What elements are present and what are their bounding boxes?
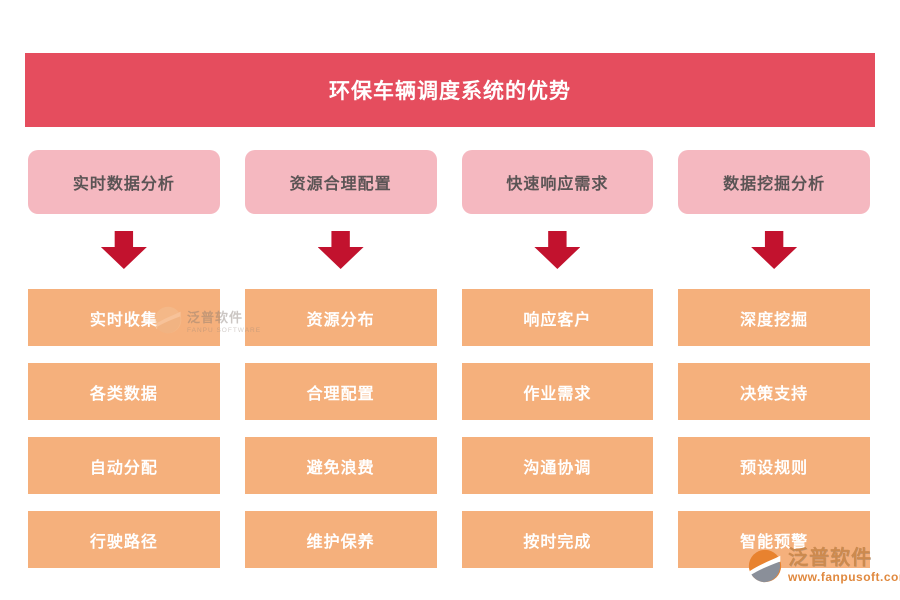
item-box: 预设规则 (678, 437, 870, 494)
item-box: 合理配置 (244, 363, 437, 420)
advantage-column-1: 实时数据分析 实时收集 各类数据 自动分配 行驶路径 (28, 150, 220, 568)
item-list: 实时收集 各类数据 自动分配 行驶路径 (28, 289, 220, 568)
item-list: 资源分布 合理配置 避免浪费 维护保养 (244, 289, 437, 568)
item-box: 响应客户 (461, 289, 654, 346)
item-label: 实时收集 (89, 311, 158, 329)
item-box: 作业需求 (461, 363, 654, 420)
item-list: 深度挖掘 决策支持 预设规则 智能预警 (678, 289, 870, 568)
item-label: 资源分布 (306, 311, 375, 329)
item-label: 避免浪费 (306, 459, 375, 477)
category-box: 实时数据分析 (28, 150, 220, 214)
item-label: 维护保养 (306, 533, 375, 551)
item-label: 深度挖掘 (740, 311, 809, 329)
item-box: 自动分配 (28, 437, 220, 494)
down-arrow-icon (317, 231, 364, 269)
item-box: 按时完成 (461, 511, 654, 568)
item-box: 维护保养 (244, 511, 437, 568)
item-box: 智能预警 (678, 511, 870, 568)
item-box: 各类数据 (28, 363, 220, 420)
category-box: 快速响应需求 (461, 150, 654, 214)
item-label: 沟通协调 (523, 459, 592, 477)
category-label: 实时数据分析 (72, 176, 175, 193)
category-label: 资源合理配置 (289, 176, 392, 193)
item-box: 深度挖掘 (678, 289, 870, 346)
item-label: 按时完成 (523, 533, 592, 551)
item-label: 自动分配 (89, 459, 158, 477)
title-banner: 环保车辆调度系统的优势 (25, 53, 875, 127)
advantage-columns: 实时数据分析 实时收集 各类数据 自动分配 行驶路径 资源合理配置 资源分布 合… (28, 150, 870, 568)
advantage-column-2: 资源合理配置 资源分布 合理配置 避免浪费 维护保养 (244, 150, 437, 568)
item-label: 预设规则 (740, 459, 809, 477)
item-box: 避免浪费 (244, 437, 437, 494)
item-label: 各类数据 (89, 385, 158, 403)
item-box: 资源分布 (244, 289, 437, 346)
down-arrow-icon (751, 231, 798, 269)
category-box: 数据挖掘分析 (678, 150, 870, 214)
item-label: 决策支持 (740, 385, 809, 403)
item-box: 实时收集 (28, 289, 220, 346)
down-arrow-icon (100, 231, 147, 269)
down-arrow-icon (534, 231, 581, 269)
item-list: 响应客户 作业需求 沟通协调 按时完成 (461, 289, 654, 568)
advantage-column-3: 快速响应需求 响应客户 作业需求 沟通协调 按时完成 (461, 150, 654, 568)
item-label: 智能预警 (740, 533, 809, 551)
page-title: 环保车辆调度系统的优势 (329, 80, 571, 103)
category-box: 资源合理配置 (244, 150, 437, 214)
advantage-column-4: 数据挖掘分析 深度挖掘 决策支持 预设规则 智能预警 (678, 150, 870, 568)
item-label: 行驶路径 (89, 533, 158, 551)
watermark-url: www.fanpusoft.com (788, 570, 900, 584)
item-label: 合理配置 (306, 385, 375, 403)
item-box: 沟通协调 (461, 437, 654, 494)
item-box: 行驶路径 (28, 511, 220, 568)
category-label: 数据挖掘分析 (723, 176, 826, 193)
category-label: 快速响应需求 (506, 176, 609, 193)
item-label: 响应客户 (523, 311, 592, 329)
item-label: 作业需求 (523, 385, 592, 403)
item-box: 决策支持 (678, 363, 870, 420)
